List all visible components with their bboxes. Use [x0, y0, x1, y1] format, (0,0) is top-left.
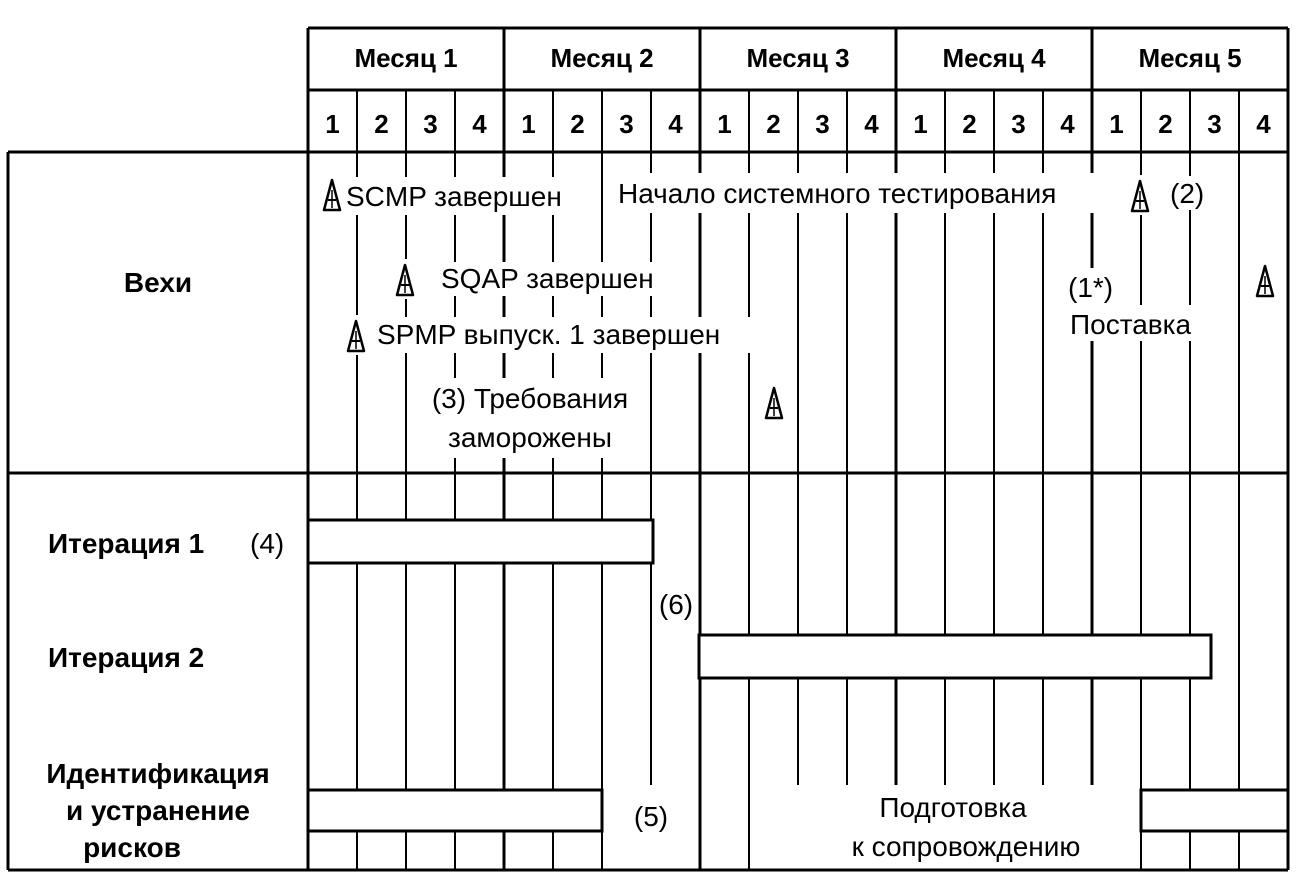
- week-header: 3: [815, 109, 829, 139]
- note-1: (1*): [1068, 272, 1113, 303]
- row-label-risks-line1: Идентификация: [46, 758, 269, 789]
- iteration1-bar: [306, 518, 655, 565]
- maintenance-label-line1: Подготовка: [879, 792, 1027, 823]
- milestone-requirements-line1: (3) Требования: [432, 383, 628, 414]
- row-label-iteration1: Итерация 1: [48, 528, 204, 559]
- month-header: Месяц 2: [550, 43, 653, 73]
- week-header: 2: [570, 109, 584, 139]
- week-header: 1: [325, 109, 339, 139]
- milestone-triangle-icon: [762, 382, 786, 422]
- milestone-scmp-label: SCMP завершен: [346, 181, 562, 212]
- milestone-requirements-line2: заморожены: [448, 422, 612, 453]
- task-bars: [306, 518, 1290, 833]
- note-4: (4): [250, 528, 284, 559]
- milestone-sqap-label: SQAP завершен: [441, 263, 654, 294]
- row-label-iteration2: Итерация 2: [48, 642, 204, 673]
- week-header: 2: [374, 109, 388, 139]
- week-header: 2: [962, 109, 976, 139]
- week-header: 3: [1011, 109, 1025, 139]
- milestone-spmp-label: SPMP выпуск. 1 завершен: [377, 319, 720, 350]
- week-header: 2: [766, 109, 780, 139]
- week-headers: 1 2 3 4 1 2 3 4 1 2 3 4 1 2 3 4 1 2 3 4: [325, 109, 1271, 139]
- week-header: 4: [1060, 109, 1075, 139]
- risks-bar-2: [1139, 788, 1290, 833]
- risks-bar-1: [306, 788, 604, 833]
- week-header: 4: [1256, 109, 1271, 139]
- row-label-risks-line2: и устранение: [66, 795, 250, 826]
- week-header: 2: [1158, 109, 1172, 139]
- week-header: 3: [423, 109, 437, 139]
- milestone-markers: [320, 174, 1277, 422]
- month-header: Месяц 4: [942, 43, 1046, 73]
- week-header: 3: [619, 109, 633, 139]
- week-header: 1: [521, 109, 535, 139]
- week-header: 1: [717, 109, 731, 139]
- iteration2-bar: [697, 633, 1213, 680]
- milestone-triangle-icon: [393, 259, 417, 299]
- milestone-triangle-icon: [320, 174, 344, 214]
- label-backgrounds: [344, 173, 1216, 864]
- milestone-triangle-icon: [1253, 260, 1277, 300]
- week-header: 4: [864, 109, 879, 139]
- month-headers: Месяц 1 Месяц 2 Месяц 3 Месяц 4 Месяц 5: [354, 43, 1241, 73]
- note-6: (6): [659, 589, 693, 620]
- note-2: (2): [1170, 178, 1204, 209]
- week-header: 4: [668, 109, 683, 139]
- maintenance-label-line2: к сопровождению: [852, 831, 1081, 862]
- week-header: 4: [472, 109, 487, 139]
- milestone-triangle-icon: [1128, 175, 1152, 215]
- outer-borders: [6, 26, 1290, 872]
- month-header: Месяц 1: [354, 43, 457, 73]
- month-header: Месяц 5: [1138, 43, 1241, 73]
- week-header: 1: [1109, 109, 1123, 139]
- row-label-milestones: Вехи: [124, 267, 192, 298]
- gantt-grid: [308, 28, 1288, 870]
- milestone-triangle-icon: [344, 315, 368, 355]
- month-header: Месяц 3: [746, 43, 849, 73]
- row-label-risks-line3: рисков: [83, 832, 181, 863]
- week-header: 1: [913, 109, 927, 139]
- note-5: (5): [634, 801, 668, 832]
- milestone-delivery-label: Поставка: [1070, 309, 1192, 340]
- week-header: 3: [1207, 109, 1221, 139]
- milestone-system-testing-label: Начало системного тестирования: [618, 178, 1056, 209]
